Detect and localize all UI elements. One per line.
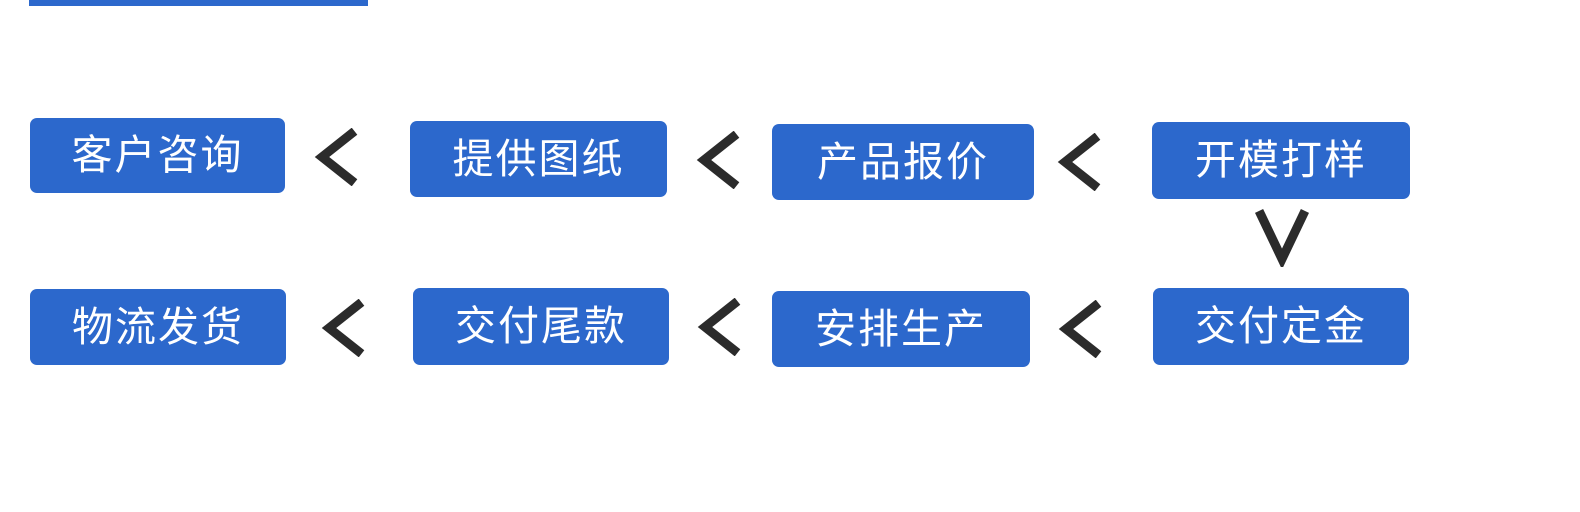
chevron-left-icon (316, 299, 374, 357)
chevron-left-icon (1052, 133, 1110, 191)
flow-step-mold-sampling[interactable]: 开模打样 (1152, 122, 1410, 199)
chevron-down-icon (1253, 209, 1311, 267)
top-accent-bar (29, 0, 368, 6)
chevron-left-icon (309, 128, 367, 186)
flow-step-product-quotation[interactable]: 产品报价 (772, 124, 1034, 200)
chevron-left-icon (691, 131, 749, 189)
chevron-left-icon (1053, 300, 1111, 358)
flow-step-provide-drawings[interactable]: 提供图纸 (410, 121, 667, 197)
chevron-left-icon (692, 298, 750, 356)
flow-step-deposit-payment[interactable]: 交付定金 (1153, 288, 1409, 365)
flow-step-arrange-production[interactable]: 安排生产 (772, 291, 1030, 367)
flow-step-final-payment[interactable]: 交付尾款 (413, 288, 669, 365)
flow-step-customer-inquiry[interactable]: 客户咨询 (30, 118, 285, 193)
flow-step-logistics-shipment[interactable]: 物流发货 (30, 289, 286, 365)
